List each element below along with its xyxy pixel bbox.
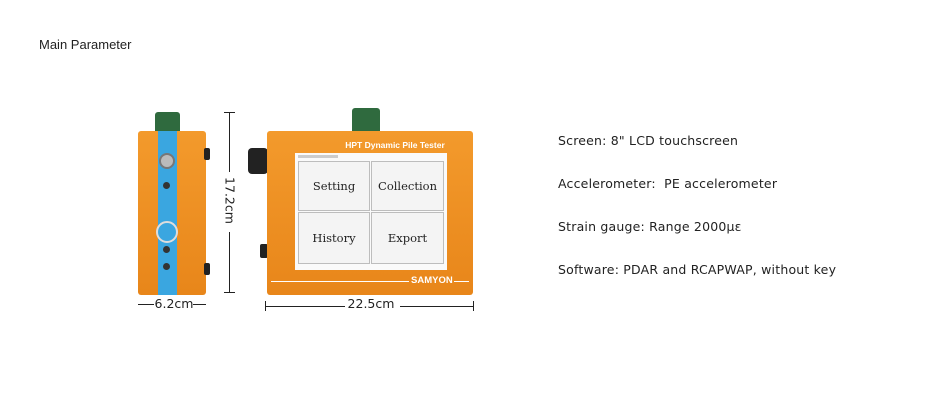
width-dimension-line xyxy=(400,306,474,307)
depth-dimension-line xyxy=(138,304,154,305)
device-side-view xyxy=(138,108,213,298)
spec-strain-gauge: Strain gauge: Range 2000με xyxy=(558,219,742,234)
knob-icon xyxy=(204,148,210,160)
port-icon xyxy=(163,246,170,253)
spec-software: Software: PDAR and RCAPWAP, without key xyxy=(558,262,837,277)
power-button-icon xyxy=(159,153,175,169)
brand-line xyxy=(271,281,409,282)
touchscreen: Setting Collection History Export xyxy=(295,153,447,270)
section-title: Main Parameter xyxy=(39,37,132,52)
port-icon xyxy=(163,182,170,189)
status-bar xyxy=(298,155,338,158)
dimension-tick xyxy=(224,292,235,293)
connector-icon xyxy=(260,244,268,258)
dimension-tick xyxy=(265,301,266,311)
front-label: HPT Dynamic Pile Tester xyxy=(345,140,445,150)
knob-icon xyxy=(204,263,210,275)
export-button[interactable]: Export xyxy=(371,212,444,264)
brand-logo: SAMYON xyxy=(411,275,453,286)
width-label: 22.5cm xyxy=(347,296,395,311)
height-dimension-line xyxy=(229,232,230,292)
collection-button[interactable]: Collection xyxy=(371,161,444,211)
device-front-view: HPT Dynamic Pile Tester Setting Collecti… xyxy=(240,104,485,299)
dimension-tick xyxy=(473,301,474,311)
history-button[interactable]: History xyxy=(298,212,370,264)
height-label: 17.2cm xyxy=(222,177,238,224)
spec-screen: Screen: 8" LCD touchscreen xyxy=(558,133,739,148)
connector-cap xyxy=(155,112,180,132)
connector-icon xyxy=(248,148,268,174)
connector-cap xyxy=(352,108,380,132)
brand-line xyxy=(454,281,469,282)
depth-dimension-line xyxy=(193,304,206,305)
blue-stripe xyxy=(158,131,177,295)
height-dimension-line xyxy=(229,112,230,172)
width-dimension-line xyxy=(265,306,345,307)
dimension-tick xyxy=(224,112,235,113)
ring-connector-icon xyxy=(156,221,178,243)
port-icon xyxy=(163,263,170,270)
setting-button[interactable]: Setting xyxy=(298,161,370,211)
spec-accelerometer: Accelerometer: PE accelerometer xyxy=(558,176,778,191)
depth-label: 6.2cm xyxy=(154,296,194,311)
